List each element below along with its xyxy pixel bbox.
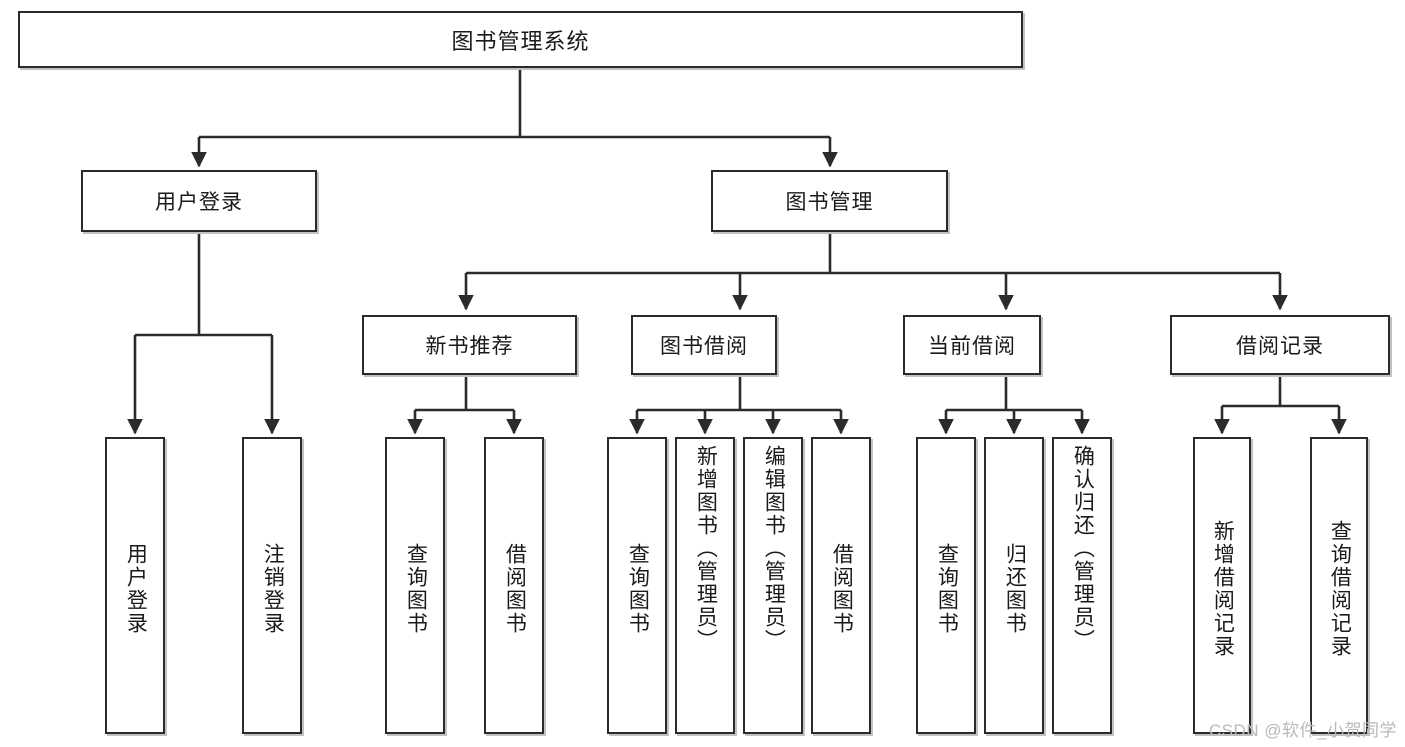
node-book-borrow[interactable]: 图书借阅 xyxy=(631,315,777,375)
node-label: 图书借阅 xyxy=(660,335,748,358)
node-leaf-return-book[interactable]: 归还图书 xyxy=(984,437,1044,734)
node-leaf-query-record[interactable]: 查询借阅记录 xyxy=(1310,437,1368,734)
node-leaf-query-book-2[interactable]: 查询图书 xyxy=(607,437,667,734)
node-label: 用户登录 xyxy=(124,542,148,635)
node-new-book-recommend[interactable]: 新书推荐 xyxy=(362,315,577,375)
node-leaf-add-record[interactable]: 新增借阅记录 xyxy=(1193,437,1251,734)
node-label: 图书管理系统 xyxy=(451,28,590,54)
node-label: 借阅图书 xyxy=(830,542,854,635)
node-label: 当前借阅 xyxy=(928,335,1016,358)
node-label: 查询借阅记录 xyxy=(1328,519,1352,658)
node-label: 注销登录 xyxy=(261,542,285,635)
node-leaf-edit-book[interactable]: 编辑图书（管理员） xyxy=(743,437,803,734)
node-label: 图书管理 xyxy=(785,191,874,214)
node-label: 编辑图书（管理员） xyxy=(762,445,786,652)
node-label: 新书推荐 xyxy=(425,335,514,358)
node-label: 查询图书 xyxy=(935,542,959,635)
node-label: 新增借阅记录 xyxy=(1211,519,1235,658)
node-label: 确认归还（管理员） xyxy=(1071,445,1095,652)
node-current-borrow[interactable]: 当前借阅 xyxy=(903,315,1041,375)
node-user-login[interactable]: 用户登录 xyxy=(81,170,317,232)
node-label: 借阅记录 xyxy=(1236,335,1324,358)
node-borrow-record[interactable]: 借阅记录 xyxy=(1170,315,1390,375)
node-leaf-user-login[interactable]: 用户登录 xyxy=(105,437,165,734)
node-leaf-query-book-3[interactable]: 查询图书 xyxy=(916,437,976,734)
node-label: 新增图书（管理员） xyxy=(694,445,718,652)
node-label: 查询图书 xyxy=(404,542,428,635)
csdn-watermark: CSDN @软件_小贺同学 xyxy=(1208,721,1397,740)
node-label: 借阅图书 xyxy=(503,542,527,635)
node-leaf-borrow-book-2[interactable]: 借阅图书 xyxy=(811,437,871,734)
node-leaf-borrow-book-1[interactable]: 借阅图书 xyxy=(484,437,544,734)
node-label: 查询图书 xyxy=(626,542,650,635)
node-label: 用户登录 xyxy=(155,191,243,214)
node-root-book-management-system[interactable]: 图书管理系统 xyxy=(18,11,1023,68)
node-leaf-user-logout[interactable]: 注销登录 xyxy=(242,437,302,734)
node-leaf-add-book[interactable]: 新增图书（管理员） xyxy=(675,437,735,734)
node-leaf-confirm-return[interactable]: 确认归还（管理员） xyxy=(1052,437,1112,734)
node-leaf-query-book-1[interactable]: 查询图书 xyxy=(385,437,445,734)
node-book-manage[interactable]: 图书管理 xyxy=(711,170,948,232)
node-label: 归还图书 xyxy=(1003,542,1027,635)
